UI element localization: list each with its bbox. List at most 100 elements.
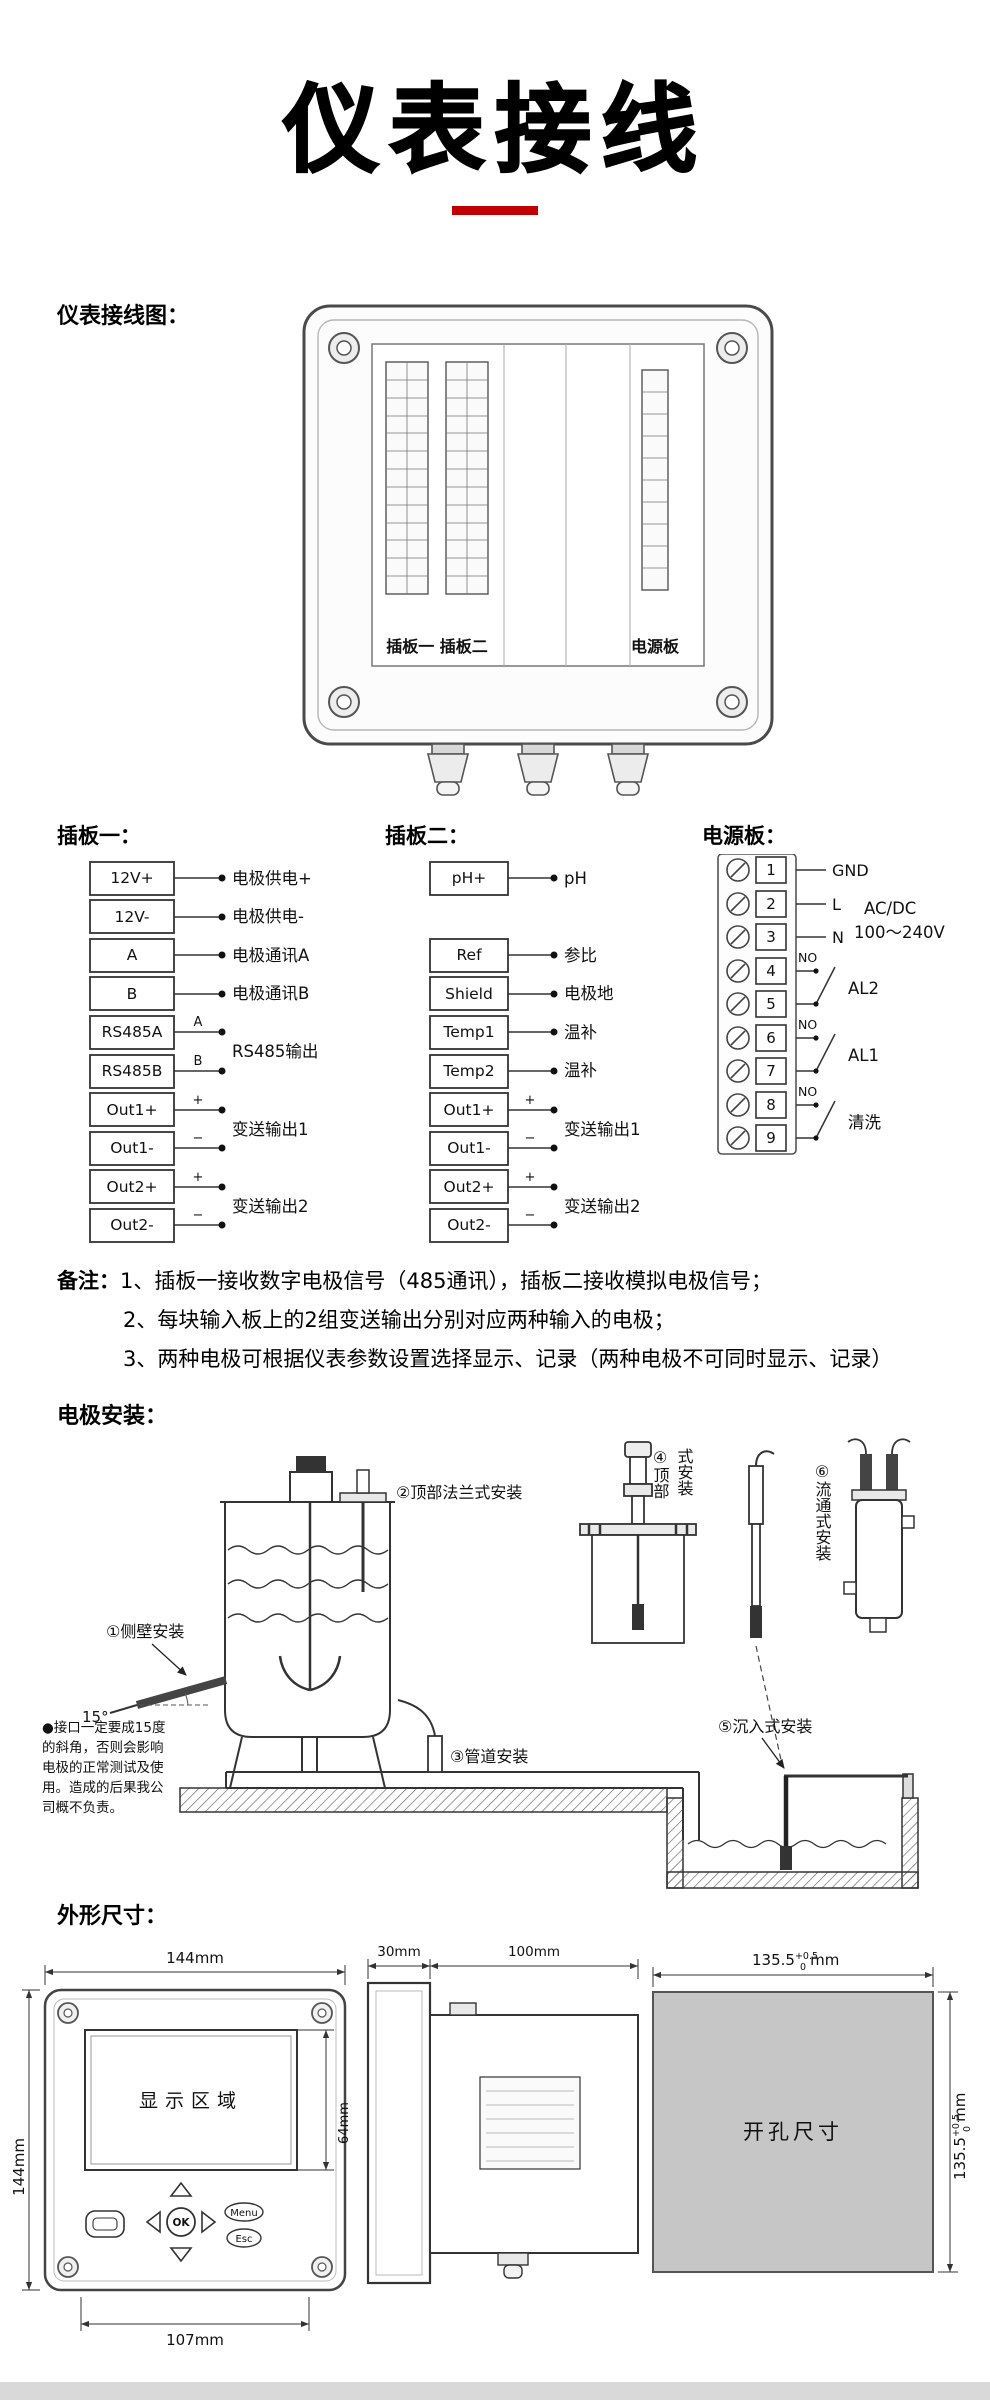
svg-text:NO: NO (798, 950, 817, 965)
cable-glands (426, 743, 650, 796)
cutout-view: 开孔尺寸 (652, 1991, 934, 2273)
board2-terminal-diagram: pH+ Ref Shield Temp1 Temp2 Out1+ Out1- O… (429, 861, 641, 1243)
svg-text:A: A (127, 946, 138, 964)
note-item-1: 1、插板一接收数字电极信号（485通讯），插板二接收模拟电极信号； (120, 1269, 772, 1293)
svg-text:L: L (832, 895, 841, 914)
svg-text:温补: 温补 (564, 1061, 597, 1080)
svg-text:B: B (127, 985, 138, 1003)
body-depth-dim: 100mm (508, 1944, 560, 1960)
callout-top-flange: ②顶部法兰式安装 (396, 1483, 522, 1502)
svg-text:Temp1: Temp1 (442, 1023, 494, 1041)
board1-signal-labels: 电极供电+ 电极供电- 电极通讯A 电极通讯B RS485输出 变送输出1 变送… (232, 869, 318, 1216)
svg-text:8: 8 (766, 1096, 776, 1114)
ok-button (166, 2207, 196, 2237)
svg-text:B: B (194, 1054, 203, 1069)
electrode-installation-diagram: ②顶部法兰式安装 ①侧壁安装 15° ●接口一定要成15度 的斜角，否则会影响 … (42, 1438, 919, 1889)
flow-cell (843, 1438, 915, 1633)
device-power-label: 电源板 (631, 637, 680, 656)
submerge-bracket (780, 1773, 914, 1870)
install-section-label: 电极安装： (57, 1404, 168, 1429)
power-number-boxes (755, 856, 787, 1152)
display-label: 显示区域 (139, 2090, 243, 2112)
svg-text:−: − (525, 1131, 536, 1146)
page-bottom-band (0, 2382, 990, 2400)
svg-text:参比: 参比 (564, 946, 597, 965)
svg-text:Out1+: Out1+ (444, 1101, 495, 1119)
svg-text:Out2-: Out2- (447, 1216, 491, 1234)
menu-button (224, 2202, 264, 2222)
warning-text: ●接口一定要成15度 的斜角，否则会影响 电极的正常测试及使 用。造成的后果我公… (42, 1719, 165, 1816)
svg-text:AL1: AL1 (848, 1046, 879, 1065)
svg-text:变送输出2: 变送输出2 (232, 1197, 309, 1216)
pool (666, 1797, 919, 1889)
svg-text:AC/DC: AC/DC (864, 899, 916, 918)
board2-title: 插板二： (385, 824, 469, 848)
note-line-1: 备注：1、插板一接收数字电极信号（485通讯），插板二接收模拟电极信号； (57, 1262, 957, 1301)
svg-text:+: + (525, 1093, 536, 1108)
floor-hatch (179, 1787, 668, 1813)
svg-text:Out2-: Out2- (110, 1216, 154, 1234)
board2-wire-dots (550, 874, 558, 1229)
svg-text:AL2: AL2 (848, 979, 879, 998)
panel-dividers (503, 344, 631, 666)
device-board-labels: 插板一 插板二 电源板 (386, 637, 680, 656)
callout-side-wall: ①侧壁安装 (106, 1622, 184, 1641)
board1-wire-dots (218, 874, 226, 1229)
svg-text:变送输出1: 变送输出1 (564, 1120, 641, 1139)
front-dimensions (22, 1965, 346, 2331)
svg-text:●接口一定要成15度: ●接口一定要成15度 (42, 1719, 165, 1736)
side-wall-electrode (109, 1676, 228, 1714)
angle-label: 15° (82, 1708, 109, 1726)
right-arrow-button (201, 2210, 217, 2234)
svg-text:清洗: 清洗 (848, 1113, 882, 1132)
dimensions-drawing: 显示区域 OK Menu Esc (10, 1944, 973, 2349)
notes-block: 备注：1、插板一接收数字电极信号（485通讯），插板二接收模拟电极信号； 2、每… (57, 1262, 957, 1379)
svg-text:100～240V: 100～240V (854, 923, 945, 942)
svg-text:变送输出2: 变送输出2 (564, 1197, 641, 1216)
board1-terminal-texts: 12V+ 12V- A B RS485A RS485B Out1+ Out1- … (102, 869, 163, 1234)
corner-screws (328, 332, 748, 718)
svg-text:RS485输出: RS485输出 (232, 1042, 318, 1061)
top-mount-vessel (579, 1441, 697, 1644)
power-board-diagram: 1 2 3 4 5 6 7 8 9 GND L N (717, 854, 945, 1155)
svg-text:Out1-: Out1- (447, 1139, 491, 1157)
svg-text:电极供电+: 电极供电+ (232, 869, 312, 888)
device-boards-label: 插板一 插板二 (386, 637, 488, 656)
callout-submerge: ⑤沉入式安装 (718, 1717, 812, 1736)
svg-text:4: 4 (766, 962, 776, 980)
board2-terminal-texts: pH+ Ref Shield Temp1 Temp2 Out1+ Out1- O… (442, 869, 494, 1234)
svg-text:12V-: 12V- (114, 908, 149, 926)
svg-text:−: − (193, 1131, 204, 1146)
svg-text:电极通讯A: 电极通讯A (232, 946, 310, 965)
front-width-dim: 144mm (166, 1949, 224, 1967)
svg-text:RS485B: RS485B (102, 1062, 163, 1080)
svg-text:电极地: 电极地 (564, 984, 614, 1003)
title-underline (452, 206, 538, 215)
board2-terminal-boxes (429, 861, 509, 1243)
svg-text:用。造成的后果我公: 用。造成的后果我公 (42, 1780, 164, 1796)
display-height-dim: 64mm (337, 2102, 352, 2144)
svg-text:A: A (194, 1015, 203, 1030)
svg-text:Out1+: Out1+ (107, 1101, 158, 1119)
front-dimension-labels: 144mm 144mm 64mm 107mm (10, 1949, 352, 2349)
svg-text:9: 9 (766, 1129, 776, 1147)
display-area (84, 2029, 298, 2171)
board2-signal-labels: pH 参比 电极地 温补 温补 变送输出1 变送输出2 (564, 869, 641, 1216)
svg-text:Temp2: Temp2 (442, 1062, 494, 1080)
svg-text:GND: GND (832, 861, 869, 880)
front-view: 显示区域 OK Menu Esc (43, 1988, 347, 2292)
front-bottom-dim: 107mm (166, 2331, 224, 2349)
svg-text:Out2+: Out2+ (107, 1178, 158, 1196)
cutout-label: 开孔尺寸 (743, 2120, 843, 2144)
submerge-leader-dashed (755, 1645, 782, 1761)
submerge-leader (761, 1737, 785, 1769)
svg-text:RS485A: RS485A (102, 1023, 163, 1041)
svg-text:N: N (832, 928, 844, 947)
svg-text:OK: OK (172, 2217, 190, 2229)
callout-top-mount-col1: ④顶部 (651, 1448, 670, 1499)
svg-text:电极通讯B: 电极通讯B (232, 984, 309, 1003)
svg-text:12V+: 12V+ (110, 869, 153, 887)
callout-flow: ⑥流通式安装 (813, 1462, 832, 1561)
board1-terminal-diagram: 12V+ 12V- A B RS485A RS485B Out1+ Out1- … (89, 861, 318, 1243)
enclosure-inner-line (317, 319, 759, 731)
